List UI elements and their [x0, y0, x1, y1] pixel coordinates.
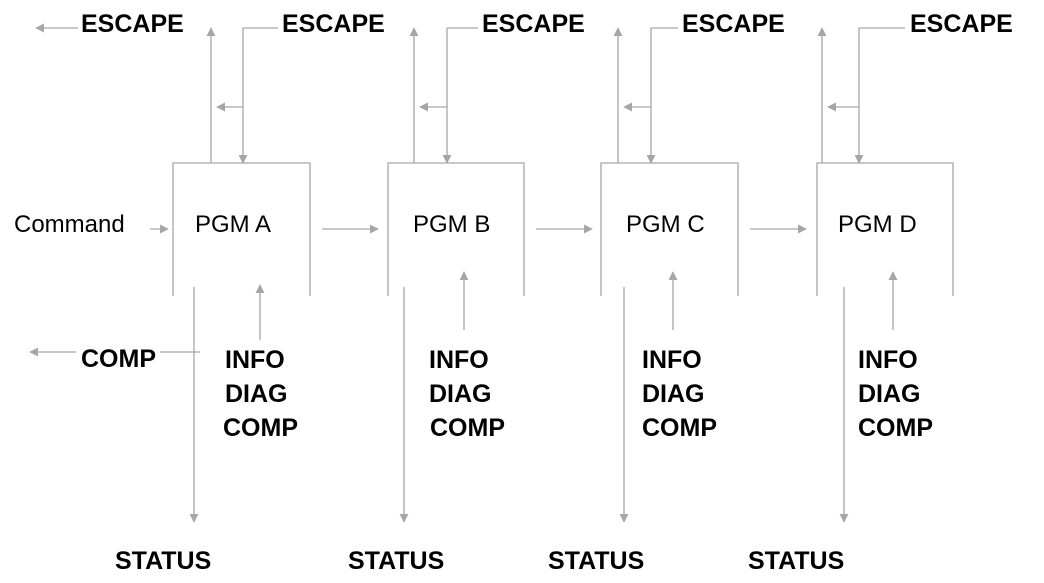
pgm-b-input-comp: COMP — [430, 414, 505, 442]
pgm-b-status-label: STATUS — [348, 547, 445, 575]
pgm-a-status-label: STATUS — [115, 547, 212, 575]
pgm-c-input-comp: COMP — [642, 414, 717, 442]
pgm-d-title: PGM D — [838, 211, 917, 238]
escape-label-4: ESCAPE — [682, 10, 785, 38]
pgm-a-inputs: INFO DIAG COMP — [223, 343, 298, 445]
pgm-b-inputs: INFO DIAG COMP — [429, 343, 505, 445]
pgm-c-title: PGM C — [626, 211, 705, 238]
pgm-c-input-info: INFO — [642, 346, 702, 374]
pgm-d-inputs: INFO DIAG COMP — [858, 343, 933, 445]
pgm-a-input-diag: DIAG — [225, 380, 288, 408]
pgm-b-box — [387, 162, 525, 296]
pgm-c-inputs: INFO DIAG COMP — [642, 343, 717, 445]
pgm-c-input-diag: DIAG — [642, 380, 705, 408]
pgm-c-status-label: STATUS — [548, 547, 645, 575]
pgm-d-input-diag: DIAG — [858, 380, 921, 408]
pgm-d-status-label: STATUS — [748, 547, 845, 575]
escape-label-1: ESCAPE — [81, 10, 184, 38]
pgm-d-box — [816, 162, 954, 296]
pgm-a-input-info: INFO — [225, 346, 285, 374]
pgm-b-title: PGM B — [413, 211, 491, 238]
pgm-b-input-info: INFO — [429, 346, 489, 374]
comp-out-label: COMP — [81, 345, 156, 373]
pgm-c-box — [600, 162, 739, 296]
escape-label-5: ESCAPE — [910, 10, 1013, 38]
escape-label-3: ESCAPE — [482, 10, 585, 38]
escape-label-2: ESCAPE — [282, 10, 385, 38]
pgm-b-input-diag: DIAG — [429, 380, 492, 408]
pgm-a-title: PGM A — [195, 211, 272, 238]
command-label: Command — [14, 211, 125, 238]
pgm-d-input-comp: COMP — [858, 414, 933, 442]
pgm-d-input-info: INFO — [858, 346, 918, 374]
pgm-a-input-comp: COMP — [223, 414, 298, 442]
